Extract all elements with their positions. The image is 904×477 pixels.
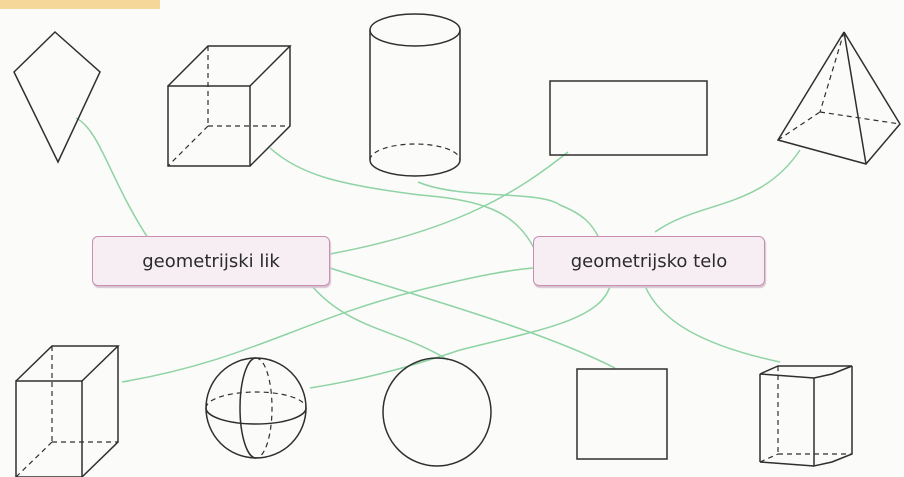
rectangle-shape <box>549 80 708 156</box>
rectangular-prism-shape <box>15 345 120 477</box>
sphere-shape <box>205 357 307 459</box>
label-geometric-solid-text: geometrijsko telo <box>570 250 728 272</box>
label-geometric-figure: geometrijski lik <box>92 236 330 286</box>
connector-cube <box>269 147 536 251</box>
square-shape <box>576 368 668 460</box>
header-strip <box>0 0 160 9</box>
connector-kite <box>75 117 149 239</box>
kite-shape <box>13 30 101 164</box>
connector-rectangle <box>329 151 569 255</box>
circle-shape <box>382 357 492 467</box>
connector-rect-prism <box>121 267 534 383</box>
pyramid-shape <box>776 31 901 165</box>
connector-square <box>329 267 616 369</box>
cylinder-shape <box>369 13 461 177</box>
label-geometric-figure-text: geometrijski lik <box>142 250 280 272</box>
label-geometric-solid: geometrijsko telo <box>533 236 765 286</box>
cube-shape <box>167 45 292 167</box>
connector-pentagonal-prism <box>644 285 781 363</box>
connector-pyramid <box>654 149 801 233</box>
pentagonal-prism-shape <box>759 365 853 467</box>
connector-cylinder <box>417 181 599 237</box>
connector-circle <box>311 285 449 361</box>
connector-sphere <box>309 285 611 389</box>
connectors <box>75 117 801 389</box>
